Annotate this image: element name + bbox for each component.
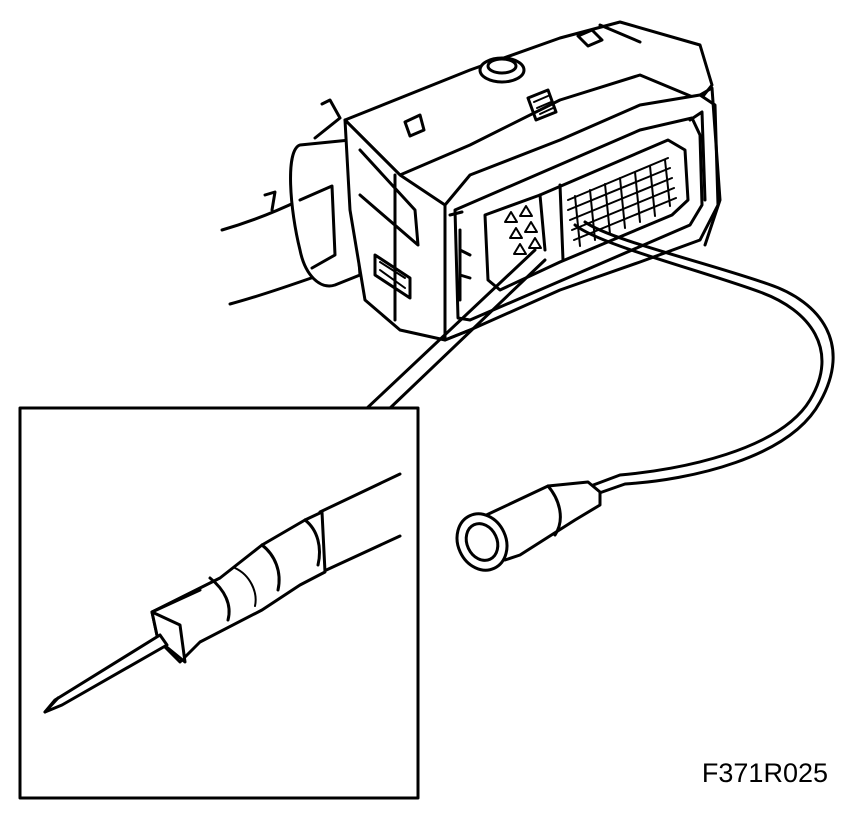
test-plug <box>455 480 602 572</box>
probe-pin-detail <box>43 472 402 714</box>
detail-leader <box>363 248 547 412</box>
figure-code: F371R025 <box>702 758 828 788</box>
ecu-connector <box>263 20 722 342</box>
probe-cable <box>573 220 835 500</box>
pin-grid <box>567 157 677 247</box>
